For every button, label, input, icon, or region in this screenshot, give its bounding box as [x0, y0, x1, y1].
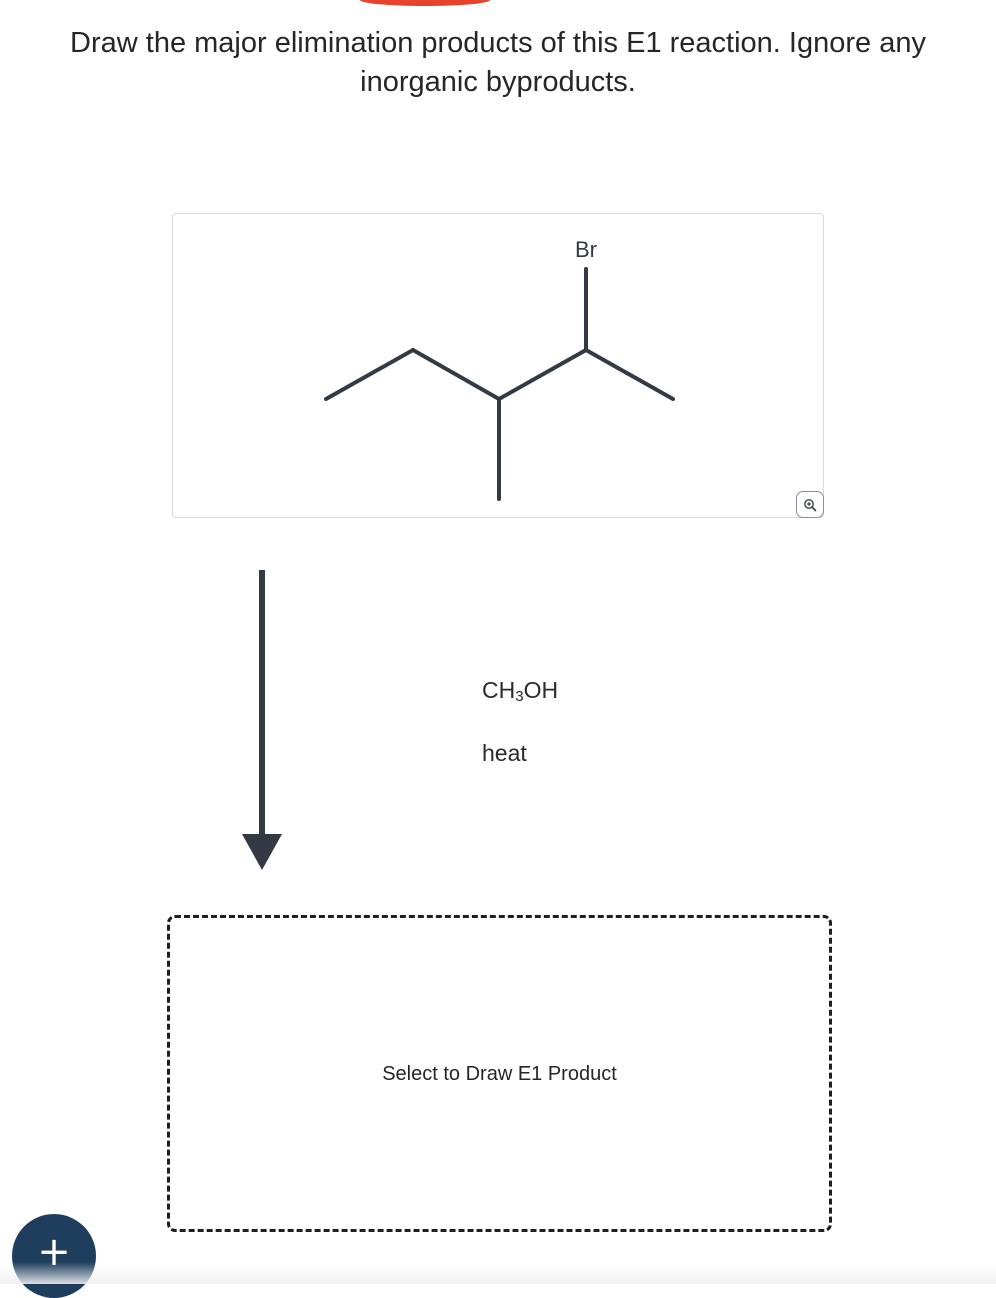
bromine-atom-label: Br — [575, 237, 597, 262]
reagent-solvent: CH3OH — [482, 677, 558, 705]
solvent-suffix: OH — [523, 677, 559, 703]
draw-product-label: Select to Draw E1 Product — [382, 1063, 617, 1085]
bond-c3-c4 — [497, 348, 588, 401]
reagent-condition: heat — [482, 740, 527, 766]
reaction-arrow-icon — [242, 570, 282, 870]
top-accent-bar — [360, 0, 490, 6]
bond-c4-c5 — [584, 348, 675, 401]
bond-c1-c2 — [324, 348, 415, 401]
zoom-in-icon — [804, 498, 817, 511]
zoom-button[interactable] — [796, 491, 824, 518]
question-line-2: inorganic byproducts. — [360, 66, 636, 98]
question-line-1: Draw the major elimination products of t… — [70, 27, 926, 59]
question-prompt: Draw the major elimination products of t… — [20, 24, 976, 102]
add-button[interactable]: + — [12, 1214, 96, 1298]
reactant-structure-panel: Br — [172, 213, 824, 518]
solvent-subscript: 3 — [515, 688, 524, 705]
solvent-prefix: CH — [482, 677, 516, 703]
bottom-fade — [0, 1262, 996, 1284]
bond-c2-c3 — [411, 348, 501, 401]
draw-product-area[interactable]: Select to Draw E1 Product — [167, 915, 832, 1232]
reactant-molecule: Br — [324, 237, 675, 501]
